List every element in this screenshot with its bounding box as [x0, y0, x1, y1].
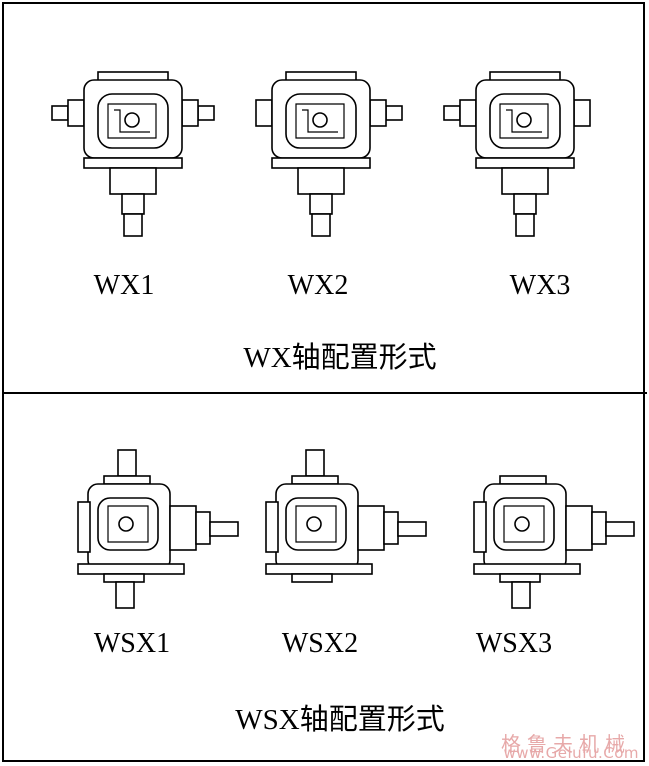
wx1-label: WX1 [93, 270, 155, 301]
panel-divider [2, 392, 647, 394]
wsx1-label: WSX1 [93, 628, 171, 659]
wsx3-label: WSX3 [475, 628, 553, 659]
wx3-label: WX3 [509, 270, 571, 301]
wx3-gearbox-drawing [443, 71, 591, 237]
wx1-gearbox-drawing [51, 71, 215, 237]
wsx2-label: WSX2 [281, 628, 359, 659]
watermark-brand: 格鲁夫机械 [501, 732, 631, 756]
watermark-url: www.Gelufu.Com [503, 744, 639, 762]
wsx2-gearbox-drawing [265, 449, 427, 583]
wx2-gearbox-drawing [255, 71, 403, 237]
wsx-panel-caption: WSX轴配置形式 [235, 704, 445, 736]
wsx3-gearbox-drawing [473, 475, 635, 609]
wx2-label: WX2 [287, 270, 349, 301]
wx-panel-caption: WX轴配置形式 [243, 342, 437, 374]
wsx1-gearbox-drawing [77, 449, 239, 609]
